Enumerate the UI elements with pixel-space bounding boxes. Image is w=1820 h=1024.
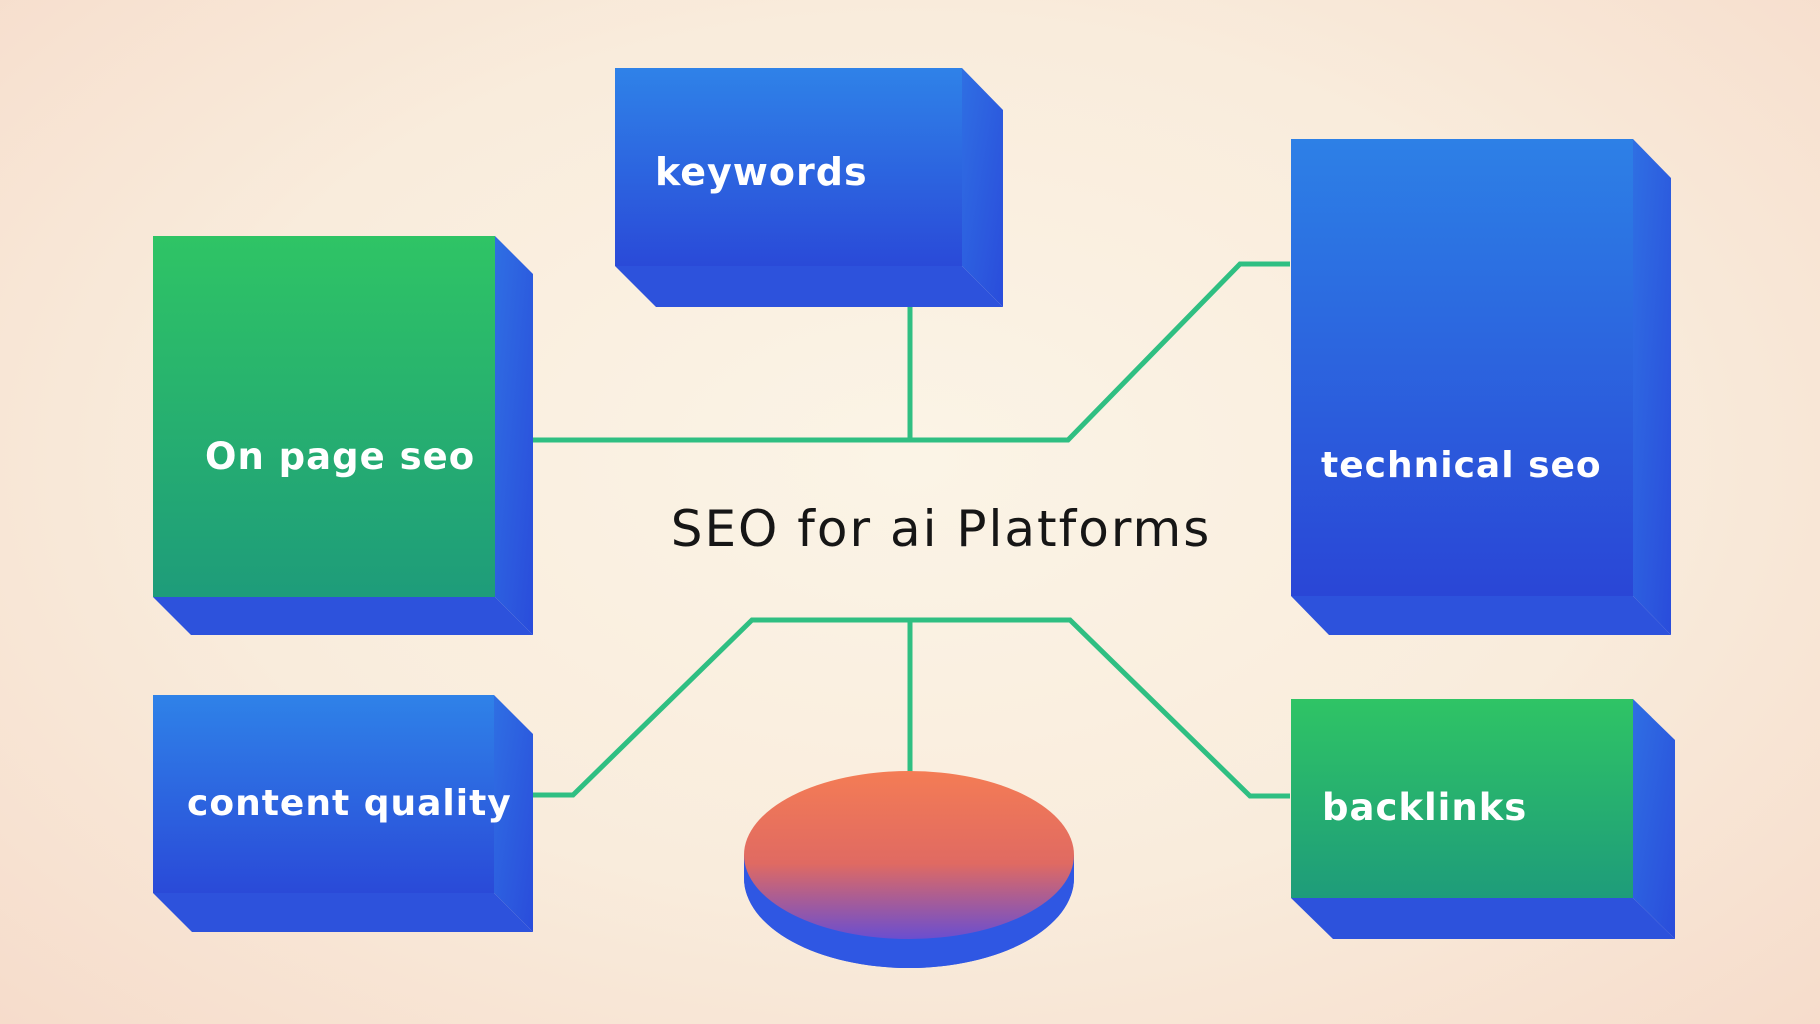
backlinks-label: backlinks: [1322, 786, 1527, 829]
on-page-seo-box-bottom: [153, 597, 533, 635]
keywords-box-side: [962, 68, 1003, 307]
on-page-seo-box-face: [153, 236, 495, 597]
on-page-seo-label: On page seo: [205, 435, 475, 478]
technical-seo-label: technical seo: [1321, 445, 1602, 486]
content-quality-box-side: [494, 695, 533, 932]
disc-top: [744, 771, 1074, 939]
technical-seo-box-side: [1633, 139, 1671, 635]
node-keywords: keywords: [615, 68, 1003, 307]
diagram-title: SEO for ai Platforms: [671, 500, 1212, 558]
connector-on-page-seo: [533, 261, 1290, 443]
node-backlinks: backlinks: [1291, 699, 1675, 939]
content-quality-box-face: [153, 695, 494, 893]
technical-seo-box-bottom: [1291, 596, 1671, 635]
connectors: [533, 261, 1290, 799]
node-technical-seo: technical seo: [1291, 139, 1671, 635]
backlinks-box-face: [1291, 699, 1633, 898]
node-on-page-seo: On page seo: [153, 236, 533, 635]
content-quality-box-bottom: [153, 893, 533, 932]
node-disc: [744, 771, 1074, 968]
keywords-box-bottom: [615, 266, 1003, 307]
node-content-quality: content quality: [153, 695, 533, 932]
keywords-box-face: [615, 68, 962, 266]
on-page-seo-box-side: [495, 236, 533, 635]
keywords-label: keywords: [655, 150, 868, 194]
technical-seo-box-face: [1291, 139, 1633, 596]
backlinks-box-bottom: [1291, 898, 1675, 939]
backlinks-box-side: [1633, 699, 1675, 939]
content-quality-label: content quality: [187, 783, 512, 824]
